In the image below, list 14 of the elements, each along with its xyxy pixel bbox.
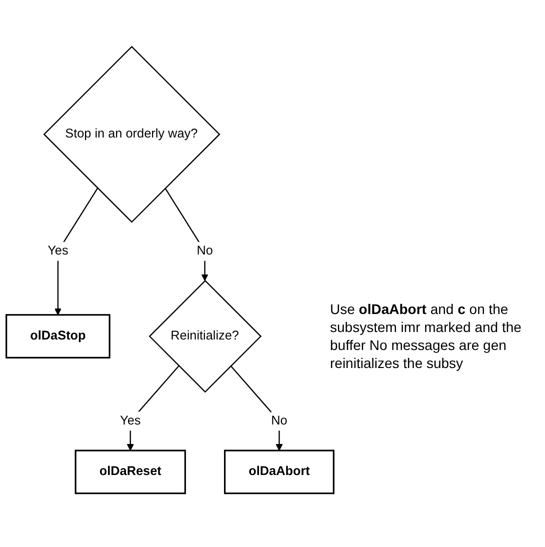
note-text: Use olDaAbort and c on the subsystem imr marked and the buffer No messages are gen reinitializes the subsy: [330, 300, 522, 372]
edge-label: Yes: [120, 414, 141, 428]
node-box: olDaAbort: [224, 450, 334, 494]
node-diamond: Stop in an orderly way?: [43, 46, 220, 223]
arrow: [164, 188, 208, 281]
node-box: olDaReset: [74, 450, 186, 494]
edge-label: No: [271, 414, 288, 428]
node-diamond: Reinitialize?: [148, 280, 262, 393]
edge-label: Yes: [48, 244, 68, 258]
arrow: [54, 188, 98, 316]
edge-label: No: [196, 244, 213, 258]
arrow: [230, 366, 283, 451]
node-box: olDaStop: [6, 314, 110, 358]
arrow: [126, 366, 180, 451]
